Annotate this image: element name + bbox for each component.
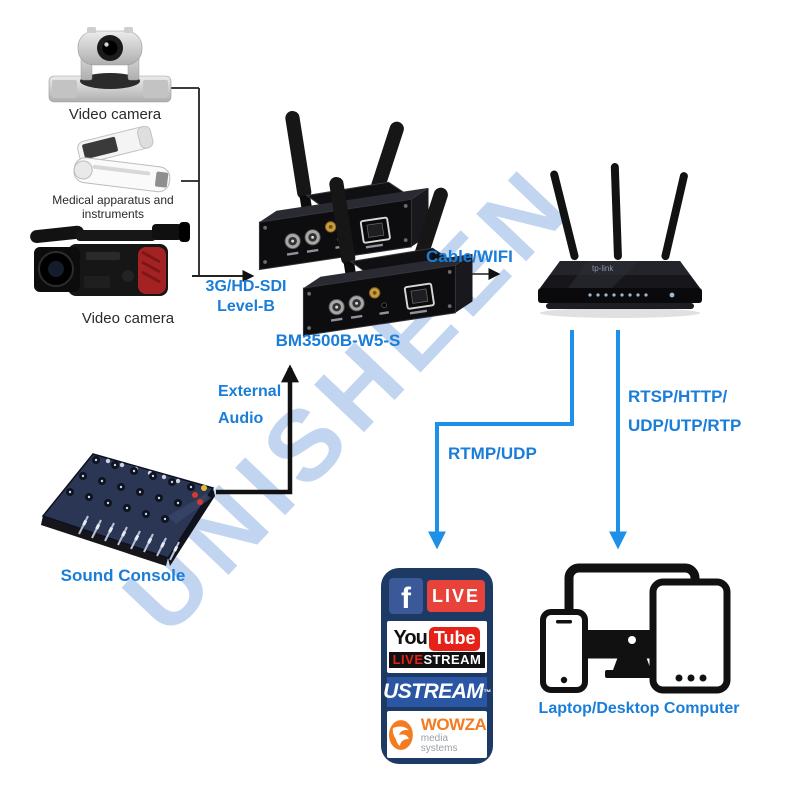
wowza-sub-text: media systems xyxy=(420,732,458,754)
ustream-tm: ™ xyxy=(483,687,491,697)
ustream-logo-text: USTREAM xyxy=(383,680,484,703)
wifi-router-image: tp-link xyxy=(538,163,702,318)
rtsp-label-line1: RTSP/HTTP/ xyxy=(628,387,728,406)
router-brand-text: tp-link xyxy=(592,264,614,273)
sound-console-image xyxy=(41,453,215,566)
monitor-phone-tablet-icon xyxy=(540,563,731,694)
ptz-camera-image xyxy=(48,27,172,103)
medical-apparatus-image xyxy=(73,126,171,193)
sound-console-label: Sound Console xyxy=(60,566,186,585)
camcorder-label: Video camera xyxy=(81,310,175,327)
ptz-camera-label: Video camera xyxy=(68,106,162,123)
sdi-label-line1: 3G/HD-SDI xyxy=(205,278,287,295)
medical-apparatus-label: Medical apparatus and instruments xyxy=(52,193,174,221)
cable-wifi-label: Cable/WIFI xyxy=(426,247,513,266)
external-audio-label: External Audio xyxy=(218,378,281,432)
computer-label: Laptop/Desktop Computer xyxy=(538,700,740,717)
mixer-faders xyxy=(78,515,180,561)
camcorder-image xyxy=(30,222,190,296)
audio-label-line1: External xyxy=(218,383,282,400)
audio-label-line2: Audio xyxy=(218,410,264,427)
encoder-model-label: BM3500B-W5-S xyxy=(275,331,401,350)
mixer-jacks xyxy=(105,458,181,484)
mixer-knobs xyxy=(66,456,195,523)
youtube-logo-tube: Tube xyxy=(428,626,481,651)
sdi-connection-label: 3G/HD-SDI Level-B xyxy=(196,277,296,317)
rtmp-label: RTMP/UDP xyxy=(448,444,537,463)
facebook-live-badge: LIVE xyxy=(427,580,485,612)
facebook-live-row: f LIVE xyxy=(387,575,487,617)
facebook-f-icon: f xyxy=(389,578,423,614)
mixer-fader-caps xyxy=(82,519,179,552)
wowza-swirl-icon xyxy=(388,719,413,750)
wowza-row: WOWZA media systems xyxy=(387,711,487,758)
livestream-stream-text: STREAM xyxy=(423,651,482,667)
livestream-live-text: LIVE xyxy=(392,651,424,667)
youtube-logo-you: You xyxy=(393,627,428,649)
rtsp-label: RTSP/HTTP/ UDP/UTP/RTP xyxy=(628,382,741,440)
sdi-label-line2: Level-B xyxy=(217,298,275,315)
rtsp-label-line2: UDP/UTP/RTP xyxy=(628,416,742,435)
wowza-logo-text: WOWZA xyxy=(420,714,487,734)
